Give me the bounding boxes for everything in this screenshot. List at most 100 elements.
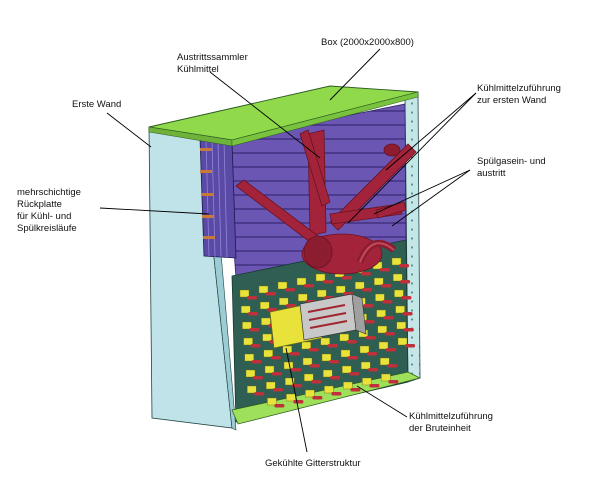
label-cooled-grid: Gekühlte Gitterstruktur: [265, 458, 361, 469]
grid-cell: [282, 345, 292, 354]
grid-cell: [343, 381, 353, 390]
cooling-pin: [399, 264, 409, 268]
cooling-pin: [291, 368, 301, 372]
grid-cell: [261, 317, 271, 326]
grid-cell: [262, 333, 272, 342]
cooling-pin: [401, 296, 412, 300]
cooling-pin: [292, 384, 303, 388]
cooling-pin: [363, 304, 374, 308]
cooling-pin: [387, 364, 398, 368]
cooling-pin: [365, 336, 376, 340]
grid-cell: [243, 337, 253, 346]
grid-cell: [377, 325, 387, 334]
label-box: Box (2000x2000x800): [321, 37, 414, 48]
cooling-pin: [381, 284, 392, 288]
cooling-pin: [364, 320, 375, 324]
grid-cell: [277, 281, 288, 290]
grid-cell: [246, 385, 257, 394]
cooling-pin: [386, 348, 396, 352]
breeder-unit: [269, 293, 367, 349]
label-first-wall: Erste Wand: [72, 99, 121, 110]
cooling-pin: [349, 372, 360, 376]
label-coolant-supply-wall: Kühlmittelzuführung zur ersten Wand: [477, 83, 564, 106]
grid-cell: [317, 289, 327, 298]
grid-cell: [245, 369, 256, 378]
grid-cell: [378, 341, 389, 350]
grid-cell: [381, 373, 391, 382]
grid-cell: [376, 309, 386, 318]
cooling-pin: [249, 328, 260, 332]
cooling-pin: [403, 328, 414, 332]
grid-cell: [305, 389, 315, 398]
cooling-pin: [312, 396, 323, 400]
grid-cell: [339, 333, 349, 342]
grid-cell: [397, 337, 408, 346]
grid-cell: [374, 277, 384, 286]
grid-cell: [283, 361, 294, 370]
cooling-pin: [350, 388, 361, 392]
grid-cell: [239, 289, 250, 298]
grid-cell: [267, 397, 277, 406]
grid-cell: [361, 361, 371, 370]
grid-cell: [296, 277, 307, 286]
grid-cell: [395, 305, 405, 314]
grid-cell: [285, 377, 295, 386]
cooling-pin: [308, 348, 319, 352]
label-purge-gas: Spülgasein- und austritt: [477, 156, 548, 179]
grid-cell: [304, 373, 314, 382]
grid-cell: [375, 293, 385, 302]
cooling-pin: [285, 288, 295, 292]
grid-cell: [266, 381, 276, 390]
multilayer-back-plate: [199, 137, 237, 259]
cooling-pin: [251, 360, 262, 364]
cooling-pin: [361, 272, 371, 276]
cooling-pin: [367, 352, 377, 356]
cooling-pin: [383, 316, 394, 320]
grid-cell: [355, 281, 365, 290]
cooling-pin: [330, 376, 341, 380]
cooling-pin: [346, 340, 357, 344]
cooling-pin: [247, 296, 257, 300]
grid-cell: [244, 353, 255, 362]
cooling-pin: [254, 392, 265, 396]
cooling-pin: [388, 380, 399, 384]
grid-cell: [340, 349, 351, 358]
grid-cell: [242, 321, 252, 330]
grid-cell: [394, 289, 404, 298]
grid-cell: [324, 385, 334, 394]
grid-cell: [359, 345, 370, 354]
grid-cell: [264, 365, 275, 374]
coolant-manifold-pipes: [235, 129, 417, 275]
cooling-pin: [266, 292, 276, 296]
cooling-pin: [329, 360, 339, 364]
cooling-pin: [369, 384, 380, 388]
grid-cell: [380, 357, 390, 366]
cooling-pin: [327, 344, 338, 348]
label-coolant-supply-breeder: Kühlmittelzuführung der Bruteinheit: [409, 411, 496, 434]
cooling-pin: [342, 276, 352, 280]
cooling-pin: [248, 312, 259, 316]
grid-cell: [260, 301, 270, 310]
grid-cell: [240, 305, 251, 314]
grid-cell: [362, 377, 372, 386]
cooling-pin: [250, 344, 261, 348]
grid-cell: [279, 297, 289, 306]
cooling-pin: [405, 344, 415, 348]
grid-cell: [258, 285, 269, 294]
cooling-pin: [380, 268, 390, 272]
cooling-pin: [267, 308, 278, 312]
grid-cell: [396, 321, 406, 330]
cooling-pin: [368, 368, 379, 372]
cooling-pin: [310, 364, 320, 368]
label-outlet-manifold: Austrittssammler Kühlmittel: [177, 52, 250, 75]
grid-cell: [320, 337, 330, 346]
cooling-pin: [323, 280, 333, 284]
cooling-pin: [273, 388, 284, 392]
grid-cell: [315, 273, 326, 282]
grid-cell: [298, 293, 308, 302]
label-back-plate: mehrschichtige Rückplatte für Kühl- und …: [17, 187, 84, 234]
cooling-pin: [400, 280, 411, 284]
cooling-pin: [382, 300, 393, 304]
cooling-pin: [348, 356, 358, 360]
